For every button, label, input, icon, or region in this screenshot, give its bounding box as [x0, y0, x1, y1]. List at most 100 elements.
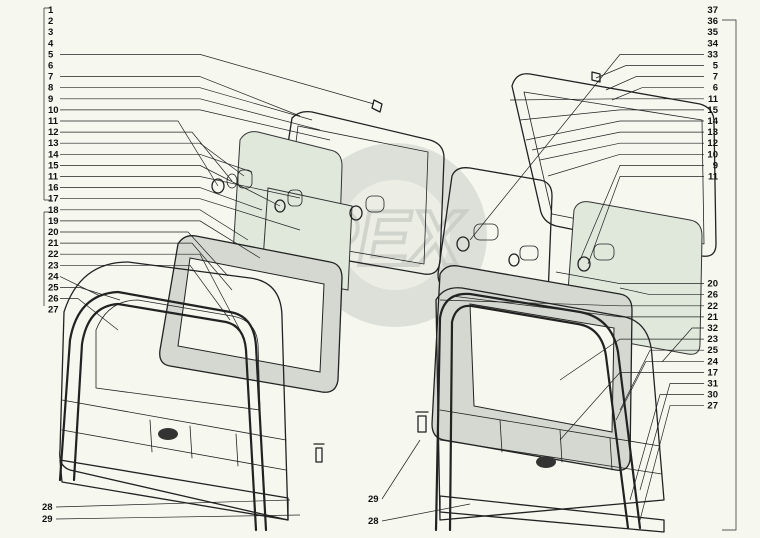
callout-left-26: 26 [48, 294, 59, 305]
leader-left-23 [60, 264, 231, 321]
leader-right-5 [595, 65, 704, 79]
callout-left-2: 3 [48, 27, 53, 38]
opex-watermark: OPEX [243, 143, 487, 327]
leader-right-4 [469, 54, 704, 241]
leader-left-8 [60, 98, 321, 131]
callout-right-19: 21 [707, 312, 718, 323]
callout-left-9: 10 [48, 105, 59, 116]
right-oring-b [508, 253, 520, 267]
leader-bottom-1 [55, 514, 301, 520]
right-lock-mechanism [536, 456, 556, 468]
callout-right-26: 30 [707, 390, 718, 401]
leader-right-15 [587, 176, 704, 265]
center-oring [349, 205, 363, 221]
callout-left-17: 17 [48, 194, 59, 205]
leader-left-16 [60, 187, 263, 211]
right-bushing-c [593, 243, 615, 261]
callout-left-20: 20 [48, 227, 59, 238]
leader-left-14 [60, 165, 281, 207]
left-door-panel-lines [61, 399, 287, 471]
leader-right-20 [661, 327, 704, 363]
leader-left-10 [60, 120, 219, 187]
callout-right-21: 23 [707, 334, 718, 345]
callout-right-18: 22 [707, 301, 718, 312]
callout-bottom-1: 29 [42, 514, 53, 525]
callout-left-14: 15 [48, 160, 59, 171]
leader-left-11 [60, 131, 233, 182]
callout-right-25: 31 [707, 379, 718, 390]
leader-right-14 [579, 165, 704, 261]
right-bushing-a [473, 223, 499, 241]
callout-right-16: 20 [707, 279, 718, 290]
callout-left-1: 2 [48, 16, 53, 27]
callout-left-27: 27 [48, 305, 59, 316]
leader-right-23 [615, 360, 704, 421]
left-door-threshold [59, 459, 289, 521]
leader-right-12 [539, 142, 704, 161]
left-door-assembly [58, 99, 445, 532]
leader-left-22 [60, 253, 241, 331]
leader-right-26 [629, 394, 704, 501]
callout-left-23: 23 [48, 260, 59, 271]
right-oring-c [577, 256, 591, 272]
left-bolt [313, 443, 325, 463]
right-seal-opening [469, 303, 615, 433]
leader-left-21 [60, 242, 233, 291]
callout-right-8: 11 [708, 94, 719, 105]
left-bracket-bottom [43, 211, 50, 306]
leader-left-24 [59, 276, 101, 297]
leader-right-10 [525, 120, 704, 141]
leader-left-17 [60, 198, 301, 231]
left-door-frame-outer [58, 290, 268, 532]
callout-right-11: 13 [707, 127, 718, 138]
leader-bottom-0 [55, 499, 291, 508]
callout-right-9: 15 [707, 105, 718, 116]
callout-right-4: 33 [707, 49, 718, 60]
leader-right-8 [509, 98, 704, 101]
callout-left-13: 14 [48, 149, 59, 160]
callout-bottom-0: 28 [42, 502, 53, 513]
callout-right-20: 32 [707, 323, 718, 334]
callout-left-8: 9 [48, 94, 53, 105]
leader-left-9 [60, 109, 331, 141]
right-window-frame-inner [523, 91, 705, 245]
leader-right-9 [519, 109, 704, 121]
callout-left-7: 8 [48, 83, 53, 94]
callout-right-7: 6 [713, 83, 718, 94]
leader-left-13 [60, 153, 253, 173]
left-oring [211, 178, 225, 194]
callout-right-14: 9 [713, 160, 718, 171]
right-leader-lines [439, 54, 704, 521]
leader-left-12 [60, 142, 245, 177]
callout-left-0: 1 [48, 5, 54, 16]
leader-right-25 [639, 383, 704, 491]
leader-right-22 [619, 349, 704, 411]
callout-left-16: 16 [48, 183, 59, 194]
callout-bottom-3: 28 [368, 516, 379, 527]
callout-left-4: 5 [48, 49, 54, 60]
callout-right-27: 27 [707, 401, 718, 412]
right-bracket [722, 19, 737, 531]
callout-right-17: 26 [707, 290, 718, 301]
left-bracket-top [43, 7, 50, 201]
left-door-frame-inner [72, 302, 258, 532]
callout-right-24: 17 [707, 367, 718, 378]
leader-right-11 [531, 131, 704, 151]
right-screw [591, 71, 601, 83]
callout-left-6: 7 [48, 72, 53, 83]
left-door-ribs [149, 419, 239, 467]
left-screw [371, 99, 383, 113]
callout-left-12: 13 [48, 138, 59, 149]
callout-left-3: 4 [48, 38, 54, 49]
callout-left-15: 11 [48, 172, 59, 183]
leader-left-19 [60, 220, 261, 259]
leader-right-24 [559, 372, 704, 441]
callout-right-22: 25 [707, 345, 718, 356]
leader-left-20 [60, 231, 229, 277]
right-callout-labels: 3736353433576111514131210911202622213223… [707, 5, 718, 412]
leader-right-13 [547, 153, 704, 177]
leader-left-15 [60, 176, 301, 199]
callout-right-0: 37 [707, 5, 718, 16]
